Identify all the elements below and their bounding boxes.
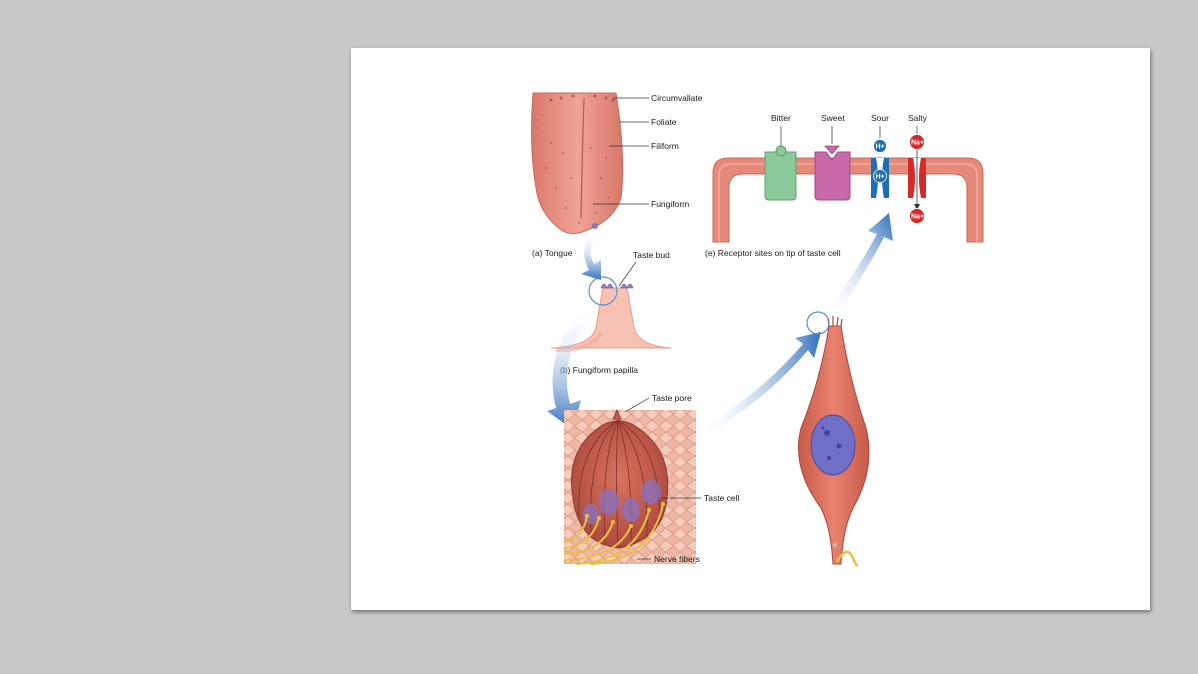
label-fungiform: Fungiform [651, 199, 689, 209]
taste-cell-illustration [798, 311, 870, 567]
caption-tongue: (a) Tongue [532, 248, 573, 258]
sour-channel: H+ H+ [871, 139, 889, 198]
sweet-receptor [814, 145, 851, 201]
slide: Circumvallate Foliate Filiform Fungiform… [351, 48, 1150, 610]
ion-na-top: Na+ [911, 140, 924, 147]
taste-diagram: Circumvallate Foliate Filiform Fungiform… [531, 92, 984, 567]
label-foliate: Foliate [651, 117, 677, 127]
label-bitter: Bitter [771, 113, 791, 123]
arrow-papilla-to-bud [547, 306, 597, 430]
label-salty: Salty [908, 113, 928, 123]
ion-h-top: H+ [876, 144, 885, 151]
label-taste-cell: Taste cell [704, 493, 740, 503]
label-taste-pore: Taste pore [652, 393, 692, 403]
taste-bud-illustration [564, 408, 696, 565]
label-sour: Sour [871, 113, 889, 123]
bitter-receptor [764, 145, 797, 201]
salty-channel: Na+ Na+ [908, 134, 926, 224]
arrow-cell-to-receptors [827, 213, 893, 316]
label-nerve-fibers: Nerve fibers [654, 554, 700, 564]
arrow-tongue-to-papilla [581, 232, 601, 280]
ion-h-channel: H+ [876, 174, 885, 181]
ion-na-bottom: Na+ [911, 214, 924, 221]
label-sweet: Sweet [821, 113, 845, 123]
label-circumvallate: Circumvallate [651, 93, 703, 103]
caption-receptor-sites: (e) Receptor sites on tip of taste cell [705, 248, 841, 258]
caption-fungiform-papilla: (b) Fungiform papilla [560, 365, 638, 375]
label-filiform: Filiform [651, 141, 679, 151]
arrow-bud-to-cell [697, 332, 821, 440]
label-taste-bud: Taste bud [633, 250, 670, 260]
fungiform-papilla-illustration [550, 276, 672, 353]
tongue-illustration [531, 92, 624, 235]
